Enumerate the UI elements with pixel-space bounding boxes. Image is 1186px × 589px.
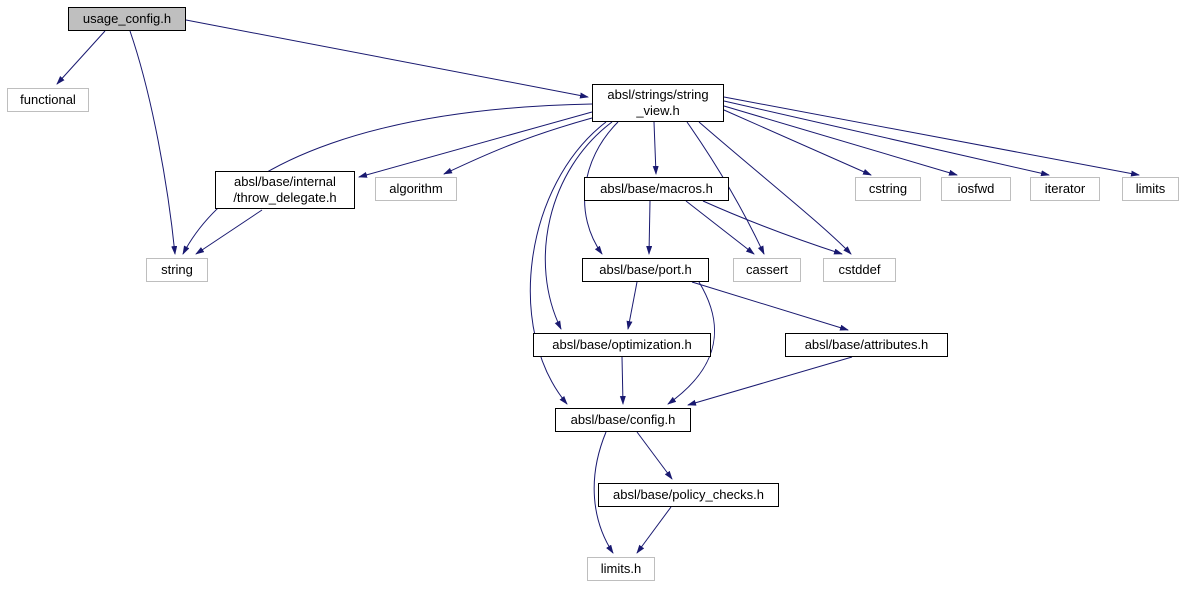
edge-string_view-to-iterator <box>723 100 1050 177</box>
edge-throw_delegate-to-string <box>195 209 263 255</box>
node-usage-config-h: usage_config.h <box>68 7 186 31</box>
edge-attributes-to-config <box>687 356 853 406</box>
node-iterator: iterator <box>1030 177 1100 201</box>
node-limits-h: limits.h <box>587 557 655 581</box>
node-functional: functional <box>7 88 89 112</box>
node-iosfwd: iosfwd <box>941 177 1011 201</box>
edge-macros-to-cassert <box>685 200 755 255</box>
edge-policy_checks-to-limits_h <box>636 506 672 554</box>
node-absl-base-policy-checks-h[interactable]: absl/base/policy_checks.h <box>598 483 779 507</box>
edge-usage_config-to-string <box>129 30 178 255</box>
edge-config-to-limits_h <box>593 431 614 554</box>
node-absl-base-macros-h[interactable]: absl/base/macros.h <box>584 177 729 201</box>
edge-optimization-to-config <box>619 356 626 405</box>
edge-string_view-to-limits <box>723 96 1140 177</box>
node-cstddef: cstddef <box>823 258 896 282</box>
edge-string_view-to-algorithm <box>443 117 593 175</box>
edge-macros-to-cstddef <box>702 200 843 255</box>
edge-macros-to-port <box>646 200 653 255</box>
edge-usage_config-to-functional <box>56 30 106 85</box>
edge-string_view-to-iosfwd <box>723 105 958 176</box>
edge-port-to-optimization <box>626 281 638 330</box>
edge-usage_config-to-string_view <box>185 19 589 99</box>
node-algorithm: algorithm <box>375 177 457 201</box>
node-string: string <box>146 258 208 282</box>
edge-string_view-to-throw_delegate <box>358 111 593 178</box>
node-absl-strings-string-view-h[interactable]: absl/strings/string _view.h <box>592 84 724 122</box>
node-cstring: cstring <box>855 177 921 201</box>
edge-string_view-to-macros <box>652 121 659 175</box>
node-cassert: cassert <box>733 258 801 282</box>
edge-string_view-to-config <box>529 121 607 405</box>
edge-string_view-to-cassert <box>686 121 765 255</box>
node-absl-base-attributes-h[interactable]: absl/base/attributes.h <box>785 333 948 357</box>
edge-config-to-policy_checks <box>636 431 673 480</box>
node-absl-base-optimization-h[interactable]: absl/base/optimization.h <box>533 333 711 357</box>
node-absl-base-port-h[interactable]: absl/base/port.h <box>582 258 709 282</box>
edge-string_view-to-string <box>182 103 593 255</box>
node-absl-base-config-h[interactable]: absl/base/config.h <box>555 408 691 432</box>
node-absl-base-internal-throw-delegate-h[interactable]: absl/base/internal /throw_delegate.h <box>215 171 355 209</box>
edge-port-to-config <box>667 281 716 405</box>
edge-port-to-attributes <box>691 281 849 331</box>
edge-string_view-to-optimization <box>544 121 613 330</box>
edge-string_view-to-cstring <box>723 109 872 176</box>
node-limits: limits <box>1122 177 1179 201</box>
edge-string_view-to-cstddef <box>698 121 852 255</box>
